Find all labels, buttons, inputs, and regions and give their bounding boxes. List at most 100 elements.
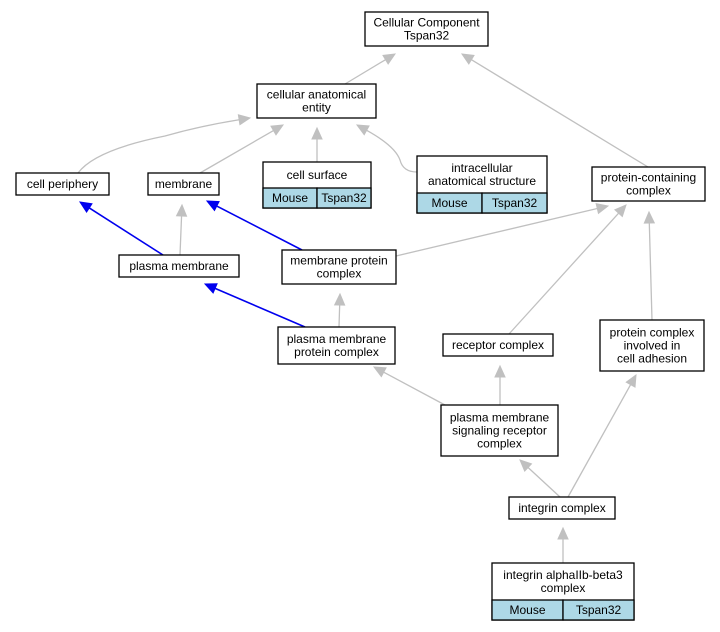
node-cell-periphery[interactable]: cell periphery: [15, 172, 110, 196]
edge-arrowhead: [237, 114, 252, 126]
node-label-line: entity: [302, 101, 331, 115]
edge-arrowhead: [557, 526, 569, 540]
node-box: [118, 254, 240, 278]
gene-label: Tspan32: [492, 196, 538, 210]
edge-arrowhead: [595, 203, 610, 215]
node-label-line: plasma membrane: [287, 332, 387, 346]
node-box: [442, 333, 554, 357]
node-label-line: protein complex: [610, 326, 695, 340]
edge-line: [567, 384, 632, 498]
edge-line: [366, 129, 418, 173]
edge-protein-containing-complex-to-cellular-component: [460, 53, 649, 168]
edge-arrowhead: [625, 373, 637, 388]
node-box: [599, 319, 705, 372]
node-label-line: cell adhesion: [617, 352, 687, 366]
edge-plasma-membrane-signaling-receptor-complex-to-plasma-membrane-protein-complex: [372, 366, 446, 406]
edge-integrin-complex-to-plasma-membrane-signaling-receptor-complex: [519, 459, 561, 498]
edge-integrin-alphaIIb-beta3-complex-to-integrin-complex: [557, 526, 569, 563]
edge-plasma-membrane-to-membrane: [175, 203, 188, 256]
species-label: Mouse: [272, 191, 308, 205]
node-label-line: cell surface: [287, 168, 348, 182]
edge-arrowhead: [519, 459, 533, 473]
gene-label: Tspan32: [576, 603, 622, 617]
edge-line: [383, 371, 446, 406]
edge-cell-periphery-to-cellular-anatomical-entity: [77, 114, 252, 174]
edge-arrowhead: [355, 124, 370, 136]
node-label-line: intracellular: [451, 161, 512, 175]
edges-layer: [77, 53, 656, 563]
node-label-line: anatomical structure: [428, 174, 536, 188]
edge-line: [648, 222, 653, 321]
edge-arrowhead: [494, 364, 506, 378]
node-box: [147, 172, 220, 196]
edge-membrane-protein-complex-to-protein-containing-complex: [395, 203, 610, 257]
gene-cell: [316, 187, 372, 209]
species-label: Mouse: [431, 196, 467, 210]
node-box: [256, 83, 377, 119]
edge-arrowhead: [613, 204, 627, 218]
edge-arrowhead: [175, 203, 188, 217]
edge-cellular-anatomical-entity-to-cellular-component: [344, 53, 397, 85]
node-integrin-complex[interactable]: integrin complex: [508, 496, 616, 520]
edge-line: [395, 207, 598, 257]
edge-arrowhead: [311, 126, 323, 140]
edge-arrowhead: [270, 124, 285, 136]
edge-line: [471, 59, 649, 168]
edge-protein-complex-cell-adhesion-to-protein-containing-complex: [643, 210, 656, 321]
node-label-line: plasma membrane: [450, 411, 550, 425]
node-box: [281, 249, 397, 285]
node-box: [364, 11, 489, 47]
edge-intracellular-anatomical-structure-to-cellular-anatomical-entity: [355, 124, 418, 173]
edge-line: [216, 205, 303, 251]
edge-line: [77, 119, 240, 174]
node-label-line: membrane: [155, 177, 213, 191]
node-box: [440, 404, 559, 457]
node-box: [277, 326, 396, 365]
node-label-line: integrin alphaIIb-beta3: [503, 568, 623, 582]
edge-plasma-membrane-protein-complex-to-plasma-membrane: [203, 283, 306, 328]
edge-cell-surface-to-cellular-anatomical-entity: [311, 126, 323, 162]
edge-receptor-complex-to-protein-containing-complex: [508, 204, 627, 335]
node-label-line: signaling receptor: [452, 424, 547, 438]
node-label-line: complex: [541, 581, 586, 595]
node-label-line: integrin complex: [518, 501, 605, 515]
node-label-line: membrane protein: [290, 254, 387, 268]
edge-line: [338, 304, 341, 328]
edge-arrowhead: [203, 283, 218, 294]
edge-plasma-membrane-protein-complex-to-membrane-protein-complex: [333, 292, 346, 328]
node-label-line: Cellular Component: [373, 16, 480, 30]
edge-line: [527, 466, 561, 498]
node-label-line: involved in: [624, 339, 681, 353]
node-label-line: receptor complex: [452, 338, 544, 352]
edge-arrowhead: [372, 366, 387, 378]
edge-line: [508, 212, 620, 335]
node-plasma-membrane[interactable]: plasma membrane: [118, 254, 240, 278]
edge-line: [199, 129, 274, 174]
gene-cell: [562, 599, 635, 621]
edge-line: [214, 287, 306, 328]
node-membrane[interactable]: membrane: [147, 172, 220, 196]
node-label-line: Tspan32: [404, 29, 450, 43]
node-receptor-complex[interactable]: receptor complex: [442, 333, 554, 357]
edge-line: [344, 59, 386, 85]
edge-membrane-to-cellular-anatomical-entity: [199, 124, 285, 174]
edge-line: [179, 215, 183, 256]
edge-arrowhead: [333, 292, 346, 306]
species-label: Mouse: [509, 603, 545, 617]
edge-arrowhead: [382, 53, 397, 65]
node-label-line: complex: [317, 267, 362, 281]
gene-label: Tspan32: [321, 191, 367, 205]
node-label-line: protein complex: [294, 345, 379, 359]
